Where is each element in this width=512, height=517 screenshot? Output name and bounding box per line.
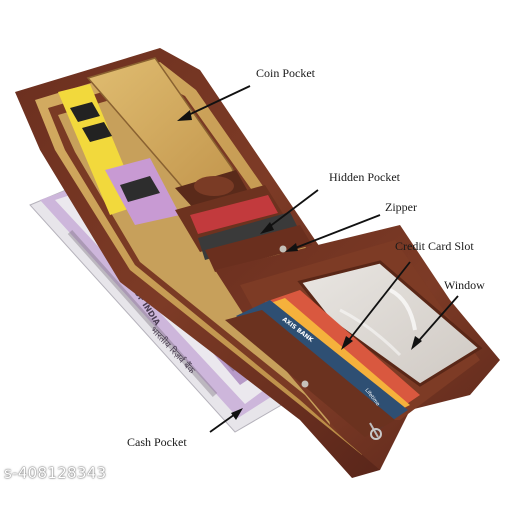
annotation-arrows [177, 85, 459, 433]
wallet [15, 48, 500, 478]
watermark-id: s-408128343 [4, 464, 107, 482]
label-hidden-pocket: Hidden Pocket [329, 170, 400, 184]
label-cash-pocket: Cash Pocket [127, 435, 187, 449]
label-zipper: Zipper [385, 200, 417, 214]
label-window: Window [444, 278, 485, 292]
label-credit-card-slot: Credit Card Slot [395, 239, 474, 253]
label-coin-pocket: Coin Pocket [256, 66, 315, 80]
